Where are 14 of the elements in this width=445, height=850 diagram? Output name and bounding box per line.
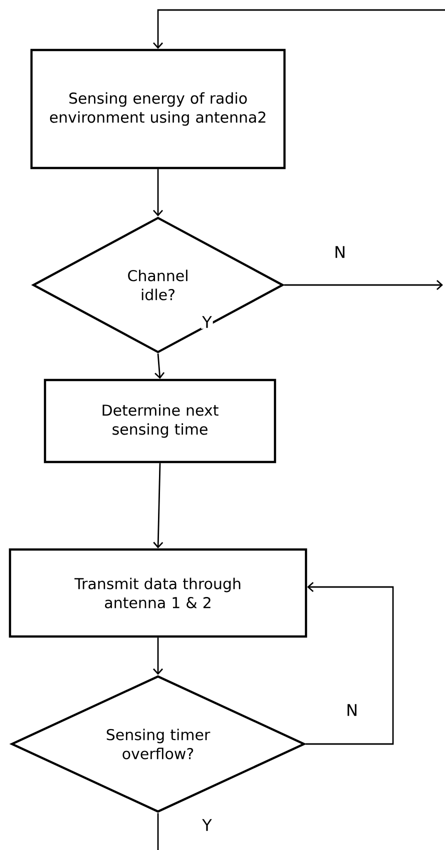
edge-label: Y <box>201 315 213 329</box>
edge-label: N <box>333 245 347 259</box>
process-box: Transmit data through antenna 1 & 2 <box>8 548 308 638</box>
arrow <box>152 638 164 675</box>
arrow <box>152 169 164 216</box>
process-box: Determine next sensing time <box>44 378 276 464</box>
edge-label: N <box>345 703 359 717</box>
arrow <box>154 354 165 379</box>
arrow <box>153 463 164 548</box>
process-box: Sensing energy of radio environment using antenna2 <box>30 48 286 170</box>
edge-label: Y <box>201 818 213 832</box>
arrow <box>152 9 445 49</box>
arrow <box>284 280 443 290</box>
arrow <box>306 582 394 745</box>
